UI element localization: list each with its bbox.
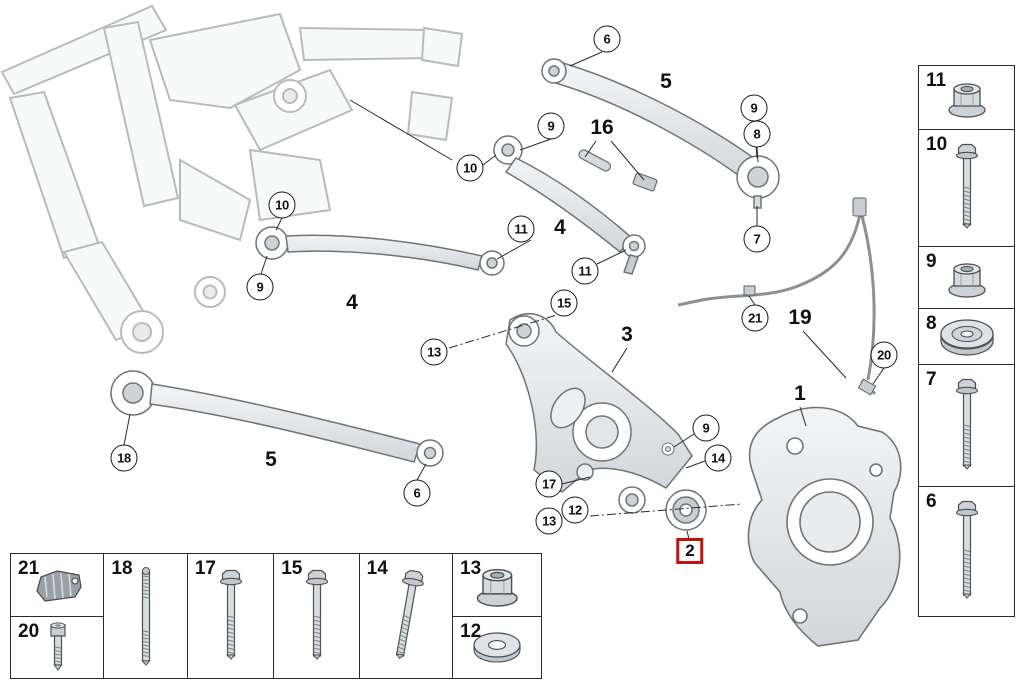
callout-8[interactable]: 8 (743, 120, 771, 148)
part-number: 18 (111, 558, 133, 579)
callout-9[interactable]: 9 (740, 94, 768, 122)
part-sensor-cable-19[interactable] (677, 213, 877, 396)
flange-nut-icon (919, 66, 1014, 130)
part-wheel-carrier-1[interactable] (747, 406, 902, 647)
part-number: 15 (281, 558, 303, 579)
callout-20[interactable]: 20 (870, 341, 898, 369)
fastener-column: 15 (273, 553, 361, 679)
right-fasteners-panel: 11 10 9 8 7 6 (918, 65, 1015, 618)
part-small-washer (661, 442, 675, 456)
part-upper-arm-5[interactable] (541, 58, 780, 209)
fastener-column: 18 (103, 553, 189, 679)
holder-bracket-icon (11, 554, 104, 616)
part-number: 10 (926, 134, 948, 156)
part-linkage-16[interactable] (578, 148, 658, 192)
part-camber-link-left-4[interactable] (255, 226, 505, 276)
fastener-column: 13 12 (452, 553, 543, 679)
callout-2[interactable]: 2 (676, 538, 704, 564)
bottom-fasteners-panel: 21 20 18 17 15 14 13 (10, 553, 543, 679)
cap-screw-icon (11, 617, 104, 679)
callout-19[interactable]: 19 (788, 306, 812, 329)
callout-5[interactable]: 5 (265, 448, 277, 471)
callout-10[interactable]: 10 (456, 154, 484, 182)
callout-12[interactable]: 12 (561, 496, 589, 524)
callout-7[interactable]: 7 (743, 225, 771, 253)
fastener-box-14[interactable]: 14 (360, 554, 453, 678)
callout-18[interactable]: 18 (110, 444, 138, 472)
callout-11[interactable]: 11 (571, 257, 599, 285)
part-number: 17 (194, 558, 216, 579)
fastener-box-11[interactable]: 11 (918, 65, 1015, 131)
fastener-box-21[interactable]: 21 (11, 554, 104, 616)
part-number: 21 (18, 558, 40, 579)
fastener-box-17[interactable]: 17 (188, 554, 274, 678)
hex-bolt-icon (274, 554, 359, 678)
callout-13[interactable]: 13 (420, 338, 448, 366)
part-number: 8 (926, 313, 937, 335)
callout-9[interactable]: 9 (246, 273, 274, 301)
callout-9[interactable]: 9 (537, 112, 565, 140)
fastener-box-7[interactable]: 7 (918, 363, 1015, 488)
callout-1[interactable]: 1 (794, 382, 806, 405)
hex-bolt-icon (919, 365, 1014, 487)
fastener-box-10[interactable]: 10 (918, 129, 1015, 248)
callout-11[interactable]: 11 (507, 215, 535, 243)
flange-nut-icon (453, 554, 541, 616)
callout-9[interactable]: 9 (692, 414, 720, 442)
part-number: 11 (926, 70, 947, 91)
fastener-box-9[interactable]: 9 (918, 245, 1015, 310)
hex-bolt-icon (919, 130, 1014, 246)
part-number: 6 (926, 491, 937, 513)
hex-bolt-icon (919, 487, 1014, 616)
fastener-box-20[interactable]: 20 (11, 615, 104, 679)
callout-13[interactable]: 13 (535, 507, 563, 535)
callout-14[interactable]: 14 (704, 444, 732, 472)
fastener-column: 14 (358, 553, 454, 679)
part-number: 20 (18, 620, 40, 642)
part-lower-arm-5[interactable] (110, 370, 444, 467)
round-support-icon (919, 309, 1014, 364)
callout-16[interactable]: 16 (590, 116, 614, 139)
cable-clip-21 (743, 285, 756, 296)
stud-bolt-icon (104, 554, 187, 678)
part-number: 9 (926, 250, 937, 272)
fastener-box-6[interactable]: 6 (918, 486, 1015, 618)
callout-10[interactable]: 10 (268, 191, 296, 219)
fastener-column: 17 (186, 553, 275, 679)
part-camber-link-right-4[interactable] (493, 135, 646, 275)
fastener-column: 21 20 (10, 553, 105, 679)
washer-icon (453, 617, 541, 679)
part-number: 7 (926, 368, 937, 390)
callout-21[interactable]: 21 (741, 304, 769, 332)
part-number: 14 (366, 558, 388, 579)
callout-17[interactable]: 17 (535, 470, 563, 498)
callout-4[interactable]: 4 (554, 216, 566, 239)
part-lower-control-arm-3[interactable] (505, 313, 693, 514)
part-number: 13 (460, 558, 482, 579)
callout-6[interactable]: 6 (403, 479, 431, 507)
callout-5[interactable]: 5 (660, 70, 672, 93)
flange-nut-icon (919, 247, 1014, 309)
fastener-box-8[interactable]: 8 (918, 308, 1015, 366)
callout-6[interactable]: 6 (593, 25, 621, 53)
fastener-box-12[interactable]: 12 (453, 615, 542, 679)
sensor-connector (852, 197, 867, 217)
fastener-box-18[interactable]: 18 (104, 554, 187, 678)
callout-15[interactable]: 15 (550, 289, 578, 317)
rear-subframe (0, 4, 464, 354)
part-number: 12 (460, 620, 482, 642)
hex-bolt-icon (350, 547, 463, 683)
hex-bolt-icon (188, 554, 274, 678)
axis-lines (448, 313, 743, 517)
part-rubber-bushing-2[interactable] (665, 489, 707, 531)
sensor-bracket-20 (857, 378, 877, 396)
fastener-box-13[interactable]: 13 (453, 554, 541, 616)
callout-4[interactable]: 4 (346, 291, 358, 314)
callout-3[interactable]: 3 (621, 323, 633, 346)
fastener-box-15[interactable]: 15 (274, 554, 359, 678)
